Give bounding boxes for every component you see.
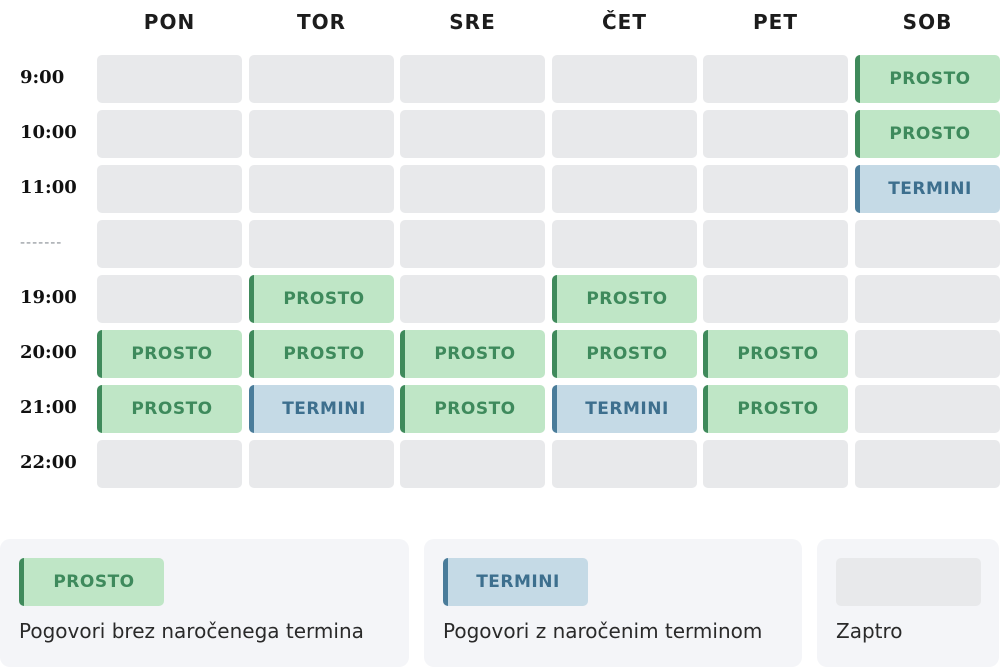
day-header-pet: PET	[753, 10, 798, 34]
legend-description-prosto: Pogovori brez naročenega termina	[19, 619, 364, 643]
slot-pet-row-7-empty	[703, 440, 848, 488]
slot-tor-row-4-prosto: PROSTO	[249, 275, 394, 323]
slot-pon-row-1-empty	[97, 110, 242, 158]
day-header-cet: ČET	[602, 10, 647, 34]
legend-swatch-prosto: PROSTO	[19, 558, 164, 606]
time-label: 9:00	[20, 67, 65, 88]
slot-pet-row-5-prosto: PROSTO	[703, 330, 848, 378]
slot-cet-row-4-prosto: PROSTO	[552, 275, 697, 323]
legend-termini: TERMINI Pogovori z naročenim terminom	[424, 539, 802, 667]
day-header-sob: SOB	[902, 10, 953, 34]
slot-sre-row-4-empty	[400, 275, 545, 323]
slot-pet-row-6-prosto: PROSTO	[703, 385, 848, 433]
slot-cet-row-3-empty	[552, 220, 697, 268]
slot-sob-row-2-termini: TERMINI	[855, 165, 1000, 213]
slot-tor-row-3-empty	[249, 220, 394, 268]
slot-sob-row-1-prosto: PROSTO	[855, 110, 1000, 158]
slot-sob-row-0-prosto: PROSTO	[855, 55, 1000, 103]
slot-pet-row-4-empty	[703, 275, 848, 323]
slot-sre-row-1-empty	[400, 110, 545, 158]
slot-tor-row-0-empty	[249, 55, 394, 103]
slot-pon-row-7-empty	[97, 440, 242, 488]
slot-cet-row-0-empty	[552, 55, 697, 103]
day-header-pon: PON	[143, 10, 196, 34]
time-label: 21:00	[20, 397, 77, 418]
slot-sob-row-7-empty	[855, 440, 1000, 488]
time-label: 10:00	[20, 122, 77, 143]
slot-sre-row-3-empty	[400, 220, 545, 268]
slot-pon-row-0-empty	[97, 55, 242, 103]
slot-pon-row-3-empty	[97, 220, 242, 268]
legend-closed: Zaptro	[817, 539, 999, 667]
legend-swatch-termini: TERMINI	[443, 558, 588, 606]
slot-sre-row-0-empty	[400, 55, 545, 103]
slot-pet-row-3-empty	[703, 220, 848, 268]
legend-description-closed: Zaptro	[836, 619, 903, 643]
day-header-sre: SRE	[449, 10, 496, 34]
slot-pet-row-1-empty	[703, 110, 848, 158]
legend-description-termini: Pogovori z naročenim terminom	[443, 619, 763, 643]
slot-tor-row-7-empty	[249, 440, 394, 488]
slot-cet-row-2-empty	[552, 165, 697, 213]
time-gap-ellipsis: -------	[20, 235, 63, 251]
slot-sob-row-6-empty	[855, 385, 1000, 433]
slot-tor-row-6-termini: TERMINI	[249, 385, 394, 433]
slot-pon-row-2-empty	[97, 165, 242, 213]
slot-sre-row-6-prosto: PROSTO	[400, 385, 545, 433]
time-label: 19:00	[20, 287, 77, 308]
slot-cet-row-6-termini: TERMINI	[552, 385, 697, 433]
slot-pon-row-4-empty	[97, 275, 242, 323]
slot-pet-row-2-empty	[703, 165, 848, 213]
slot-tor-row-5-prosto: PROSTO	[249, 330, 394, 378]
slot-pon-row-6-prosto: PROSTO	[97, 385, 242, 433]
slot-sre-row-5-prosto: PROSTO	[400, 330, 545, 378]
slot-cet-row-1-empty	[552, 110, 697, 158]
time-label: 11:00	[20, 177, 77, 198]
time-label: 22:00	[20, 452, 77, 473]
slot-sre-row-7-empty	[400, 440, 545, 488]
legend-swatch-closed	[836, 558, 981, 606]
slot-cet-row-5-prosto: PROSTO	[552, 330, 697, 378]
slot-tor-row-2-empty	[249, 165, 394, 213]
slot-pon-row-5-prosto: PROSTO	[97, 330, 242, 378]
slot-tor-row-1-empty	[249, 110, 394, 158]
time-label: 20:00	[20, 342, 77, 363]
slot-pet-row-0-empty	[703, 55, 848, 103]
slot-sob-row-3-empty	[855, 220, 1000, 268]
slot-sob-row-5-empty	[855, 330, 1000, 378]
legend-prosto: PROSTO Pogovori brez naročenega termina	[0, 539, 409, 667]
day-header-tor: TOR	[296, 10, 347, 34]
slot-sre-row-2-empty	[400, 165, 545, 213]
slot-cet-row-7-empty	[552, 440, 697, 488]
slot-sob-row-4-empty	[855, 275, 1000, 323]
